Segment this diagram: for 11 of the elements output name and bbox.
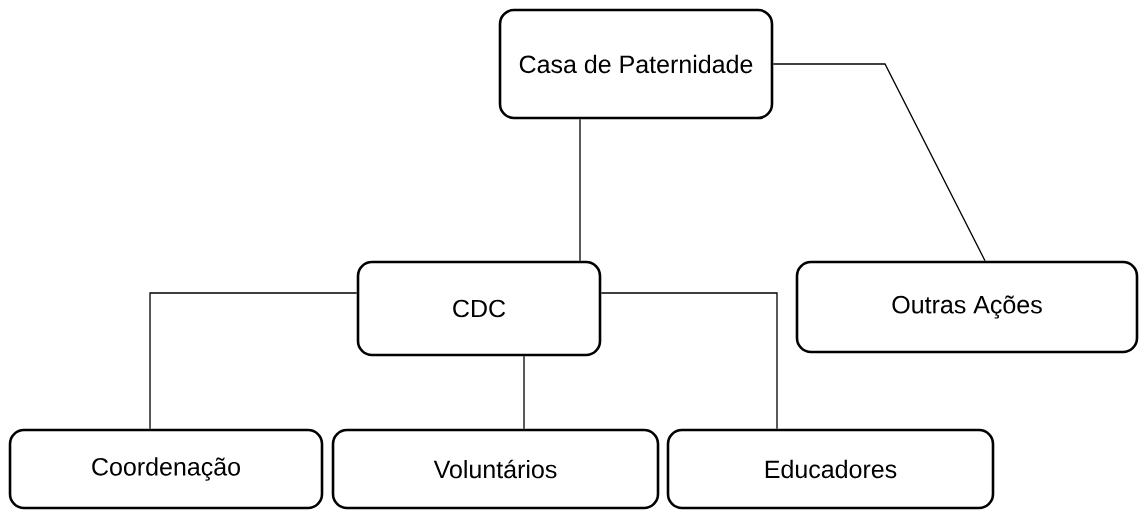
org-box: Casa de Paternidade bbox=[498, 8, 774, 120]
connector-line bbox=[600, 292, 778, 430]
connector-line bbox=[149, 292, 358, 430]
org-box: CDC bbox=[356, 260, 602, 357]
org-box: Outras Ações bbox=[795, 260, 1139, 354]
connector-line bbox=[523, 355, 525, 430]
connector-line bbox=[579, 118, 581, 262]
connector-line bbox=[772, 63, 986, 262]
org-box: Coordenação bbox=[8, 428, 324, 510]
org-box: Voluntários bbox=[331, 428, 660, 510]
org-box: Educadores bbox=[666, 428, 995, 510]
